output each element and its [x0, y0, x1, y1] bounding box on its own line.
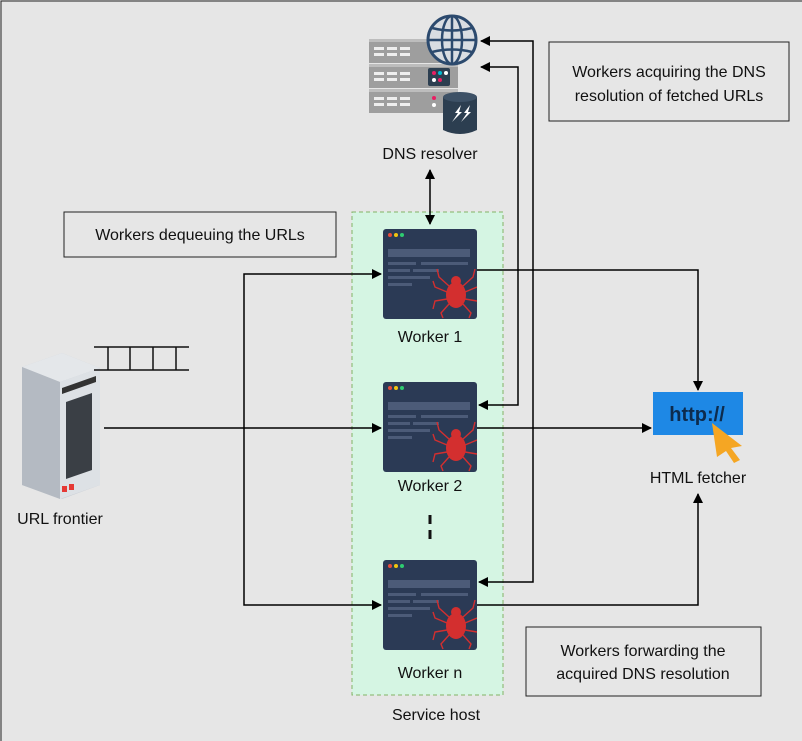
worker-1-label: Worker 1 [398, 329, 463, 346]
http-cursor-icon: http:// [653, 392, 743, 463]
frontier-worker1-arrow [243, 269, 382, 428]
worker-n-label: Worker n [398, 665, 463, 682]
dns-server-globe-icon [369, 14, 478, 134]
dns-server-unit-2 [369, 64, 458, 88]
note-dequeue-text: Workers dequeuing the URLs [95, 227, 305, 244]
frontier-workern-arrow [243, 428, 382, 610]
note-forward: Workers forwarding the acquired DNS reso… [525, 626, 762, 697]
queue-icon [94, 346, 189, 371]
url-frontier-label: URL frontier [17, 511, 103, 528]
worker-2-label: Worker 2 [398, 478, 463, 495]
note-dns-acquire-line1: Workers acquiring the DNS [572, 64, 766, 81]
worker-2: Worker 2 [383, 382, 477, 495]
database-icon [443, 92, 477, 134]
note-forward-line2: acquired DNS resolution [556, 666, 729, 683]
workern-fetcher-arrow [477, 493, 703, 606]
workern-dns-arrow [478, 36, 534, 587]
note-forward-line1: Workers forwarding the [560, 643, 725, 660]
worker-1: Worker 1 [383, 229, 477, 346]
crawler-window-icon [383, 382, 477, 472]
worker2-dns-arrow [478, 62, 519, 410]
note-dns-acquire-line2: resolution of fetched URLs [575, 88, 764, 105]
server-tower-icon [22, 353, 100, 499]
globe-icon [426, 14, 478, 66]
html-fetcher-label: HTML fetcher [650, 470, 747, 487]
http-badge-text: http:// [669, 404, 725, 426]
crawler-window-icon [383, 560, 477, 650]
worker1-fetcher-arrow [477, 269, 703, 391]
crawler-window-icon [383, 229, 477, 319]
service-host-label: Service host [392, 707, 481, 724]
note-dns-acquire: Workers acquiring the DNS resolution of … [548, 41, 790, 122]
dns-resolver-label: DNS resolver [382, 146, 478, 163]
note-dequeue: Workers dequeuing the URLs [63, 211, 337, 258]
worker-n: Worker n [383, 560, 477, 682]
